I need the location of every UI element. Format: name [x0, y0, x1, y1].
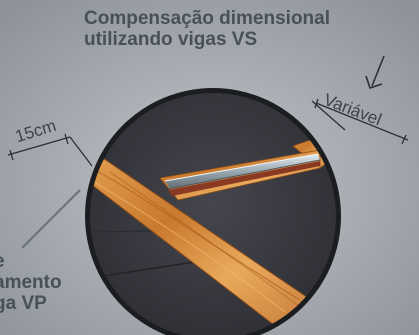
title-line-2: utilizando vigas VS — [84, 29, 258, 50]
side-note-leader — [21, 189, 81, 249]
side-note-line-2: amento — [0, 272, 62, 293]
side-note: e amento ga VP — [0, 251, 62, 314]
right-dimension — [311, 98, 409, 145]
vs-joist — [159, 127, 336, 201]
side-note-line-3: ga VP — [0, 293, 47, 314]
vp-beam — [90, 151, 336, 335]
down-arrow-icon — [365, 55, 385, 90]
title: Compensação dimensional utilizando vigas… — [84, 8, 330, 50]
side-note-line-1: e — [0, 251, 62, 272]
title-line-1: Compensação dimensional — [84, 8, 331, 29]
detail-circle — [85, 88, 341, 335]
left-dimension — [7, 133, 93, 167]
